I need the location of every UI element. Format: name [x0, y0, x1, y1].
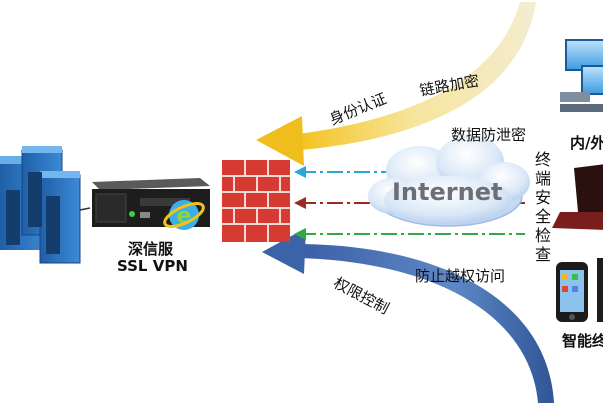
lan-partial-label: 内/外	[570, 134, 603, 152]
endpoint-check-char: 全	[534, 207, 551, 226]
firewall-icon	[222, 160, 290, 242]
identity-auth-arrow	[256, 2, 536, 166]
endpoint-check-char: 终	[534, 150, 551, 169]
internet-label: Internet	[392, 178, 503, 206]
smartphone-icon	[556, 262, 588, 322]
smartphone-edge	[597, 258, 603, 322]
desktop-pcs-icon	[560, 39, 603, 112]
endpoint-check-char: 端	[534, 169, 551, 188]
endpoint-check-char: 安	[534, 188, 551, 207]
vpn-appliance-icon	[92, 178, 210, 227]
label-anti-overreach: 防止越权访问	[415, 267, 506, 285]
endpoint-check-char: 检	[534, 226, 551, 245]
endpoint-check-char: 查	[534, 245, 551, 264]
internet-cloud-icon	[368, 136, 530, 227]
vendor-name: 深信服	[128, 240, 174, 258]
vendor-product: SSL VPN	[117, 257, 188, 275]
label-endpoint-check: 终端安全检查	[533, 150, 553, 264]
label-data-leak: 数据防泄密	[451, 126, 527, 144]
smart-terminal-partial-label: 智能终	[562, 332, 603, 350]
laptop-icon	[552, 164, 603, 230]
ie-browser-icon: e	[163, 200, 205, 230]
permission-control-arrow	[262, 228, 554, 403]
server-cluster-icon	[0, 146, 81, 264]
